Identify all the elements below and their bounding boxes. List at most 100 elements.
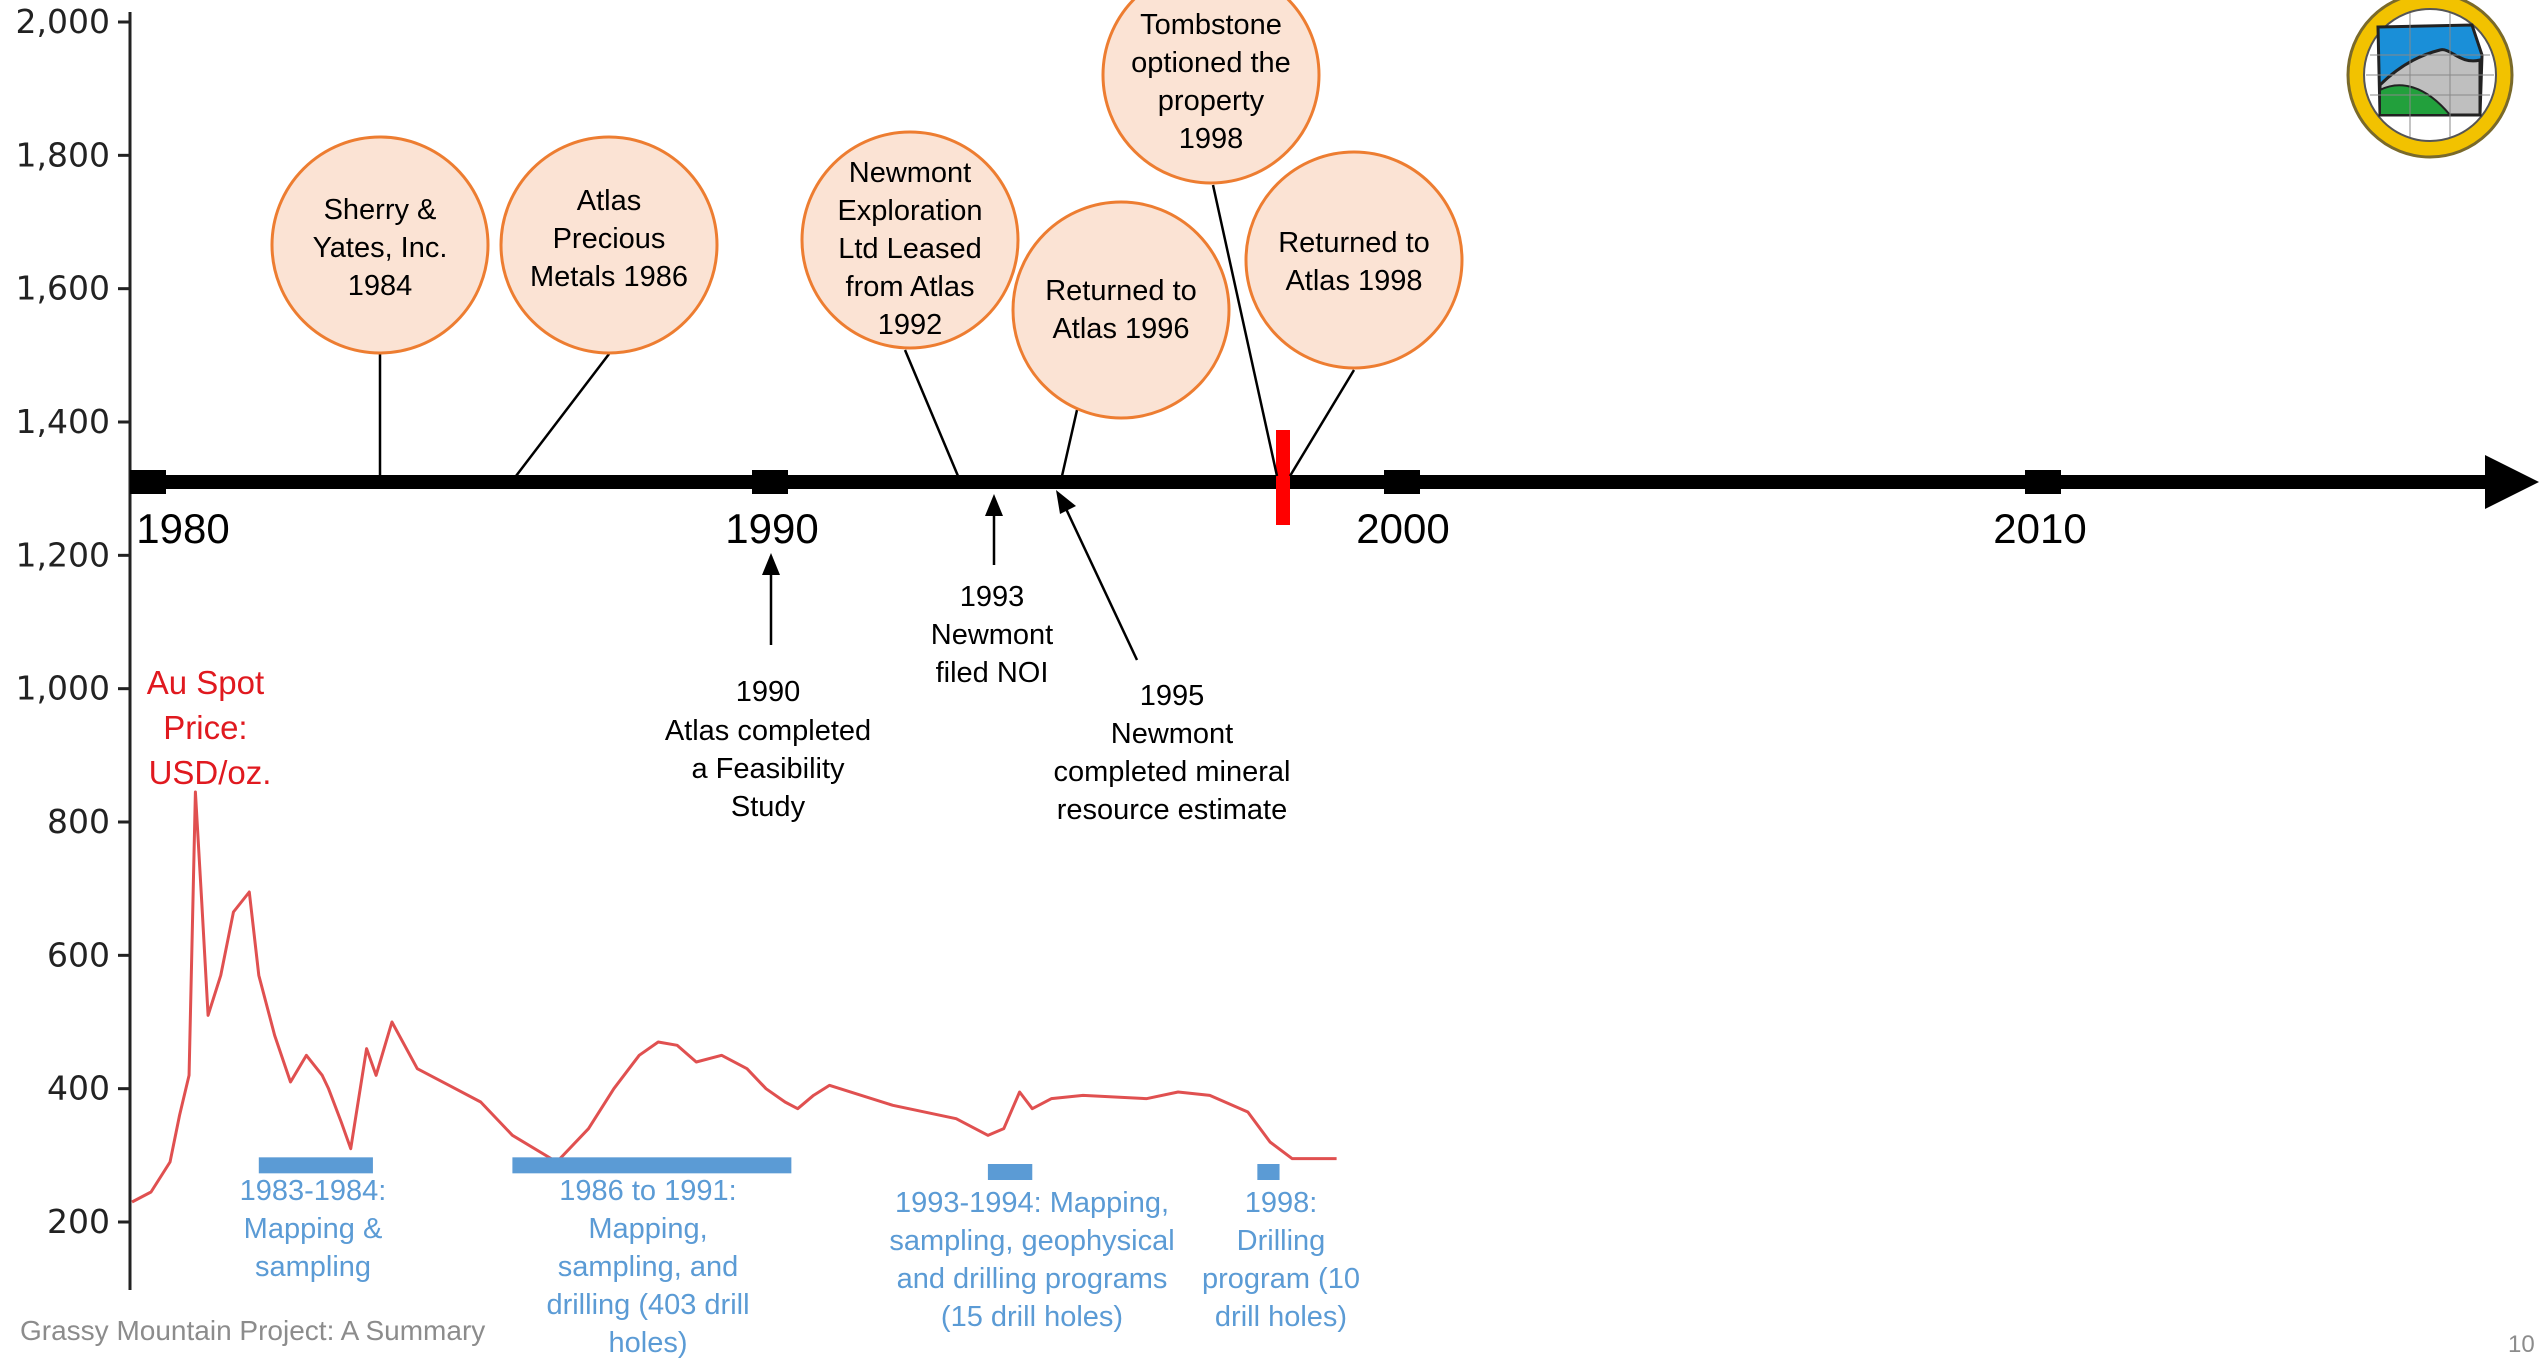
activity-label-line: and drilling programs bbox=[897, 1263, 1168, 1295]
event-bubble-label-line: Returned to bbox=[1045, 275, 1197, 307]
y-tick-label: 200 bbox=[47, 1202, 110, 1241]
event-leader-line bbox=[1060, 409, 1079, 477]
activity-bar bbox=[258, 1157, 373, 1174]
note-arrow-line bbox=[1058, 495, 1139, 661]
timeline-year-label: 1980 bbox=[136, 505, 229, 552]
price-label-line: Au Spot bbox=[147, 664, 264, 701]
event-bubble-label-line: Precious bbox=[553, 223, 666, 255]
price-label-line: USD/oz. bbox=[149, 754, 272, 791]
activity-label-line: sampling, geophysical bbox=[889, 1225, 1174, 1257]
event-note-label-line: 1993 bbox=[960, 581, 1025, 613]
event-bubble-label-line: 1998 bbox=[1179, 123, 1244, 155]
activity-label-line: drilling (403 drill bbox=[546, 1289, 749, 1321]
activity-label-line: 1993-1994: Mapping, bbox=[895, 1187, 1169, 1219]
activity-label-line: 1986 to 1991: bbox=[559, 1175, 736, 1207]
event-bubble-label-line: Returned to bbox=[1278, 227, 1430, 259]
y-tick-label: 2,000 bbox=[16, 2, 110, 41]
activity-label-line: sampling bbox=[255, 1251, 371, 1283]
event-bubble-label: Tombstone optioned the property 1998 bbox=[1131, 9, 1291, 155]
timeline-year-marker bbox=[2025, 470, 2061, 494]
event-bubble-label: Returned to Atlas 1996 bbox=[1045, 275, 1197, 345]
activity-bar bbox=[1257, 1164, 1280, 1180]
price-label: Au Spot Price: USD/oz. bbox=[147, 664, 274, 791]
event-bubble-label-line: property bbox=[1158, 85, 1265, 117]
event-leader-line bbox=[903, 349, 960, 477]
event-bubble bbox=[800, 130, 1020, 350]
activity-label-line: drill holes) bbox=[1215, 1301, 1347, 1333]
event-bubble bbox=[1244, 150, 1464, 370]
event-bubble-label: Returned to Atlas 1998 bbox=[1278, 227, 1430, 297]
activity-label-line: Drilling bbox=[1237, 1225, 1326, 1257]
activity-bars-layer: 1983-1984: Mapping & sampling 1986 to 1991:… bbox=[240, 1157, 1360, 1359]
y-tick-label: 600 bbox=[47, 935, 110, 974]
event-note-label-line: Atlas completed bbox=[665, 715, 871, 747]
event-bubble-label: Sherry & Yates, Inc. 1984 bbox=[313, 194, 448, 302]
event-bubble-label-line: optioned the bbox=[1131, 47, 1291, 79]
event-bubble-label-line: 1984 bbox=[348, 270, 413, 302]
y-tick-label: 800 bbox=[47, 802, 110, 841]
event-leader-line bbox=[515, 353, 610, 477]
price-label-line: Price: bbox=[163, 709, 247, 746]
activity-label-line: 1998: bbox=[1245, 1187, 1318, 1219]
event-bubble-label-line: Sherry & bbox=[324, 194, 437, 226]
event-bubble-label-line: Tombstone bbox=[1140, 9, 1282, 41]
event-note-label-line: resource estimate bbox=[1057, 794, 1288, 826]
event-note-label-line: Study bbox=[731, 791, 806, 823]
timeline-year-marker bbox=[752, 470, 788, 494]
timeline-year-marker bbox=[1384, 470, 1420, 494]
activity-label-line: sampling, and bbox=[558, 1251, 739, 1283]
timeline-year-marker bbox=[130, 470, 166, 494]
event-bubble-label-line: Newmont bbox=[849, 157, 972, 189]
activity-bar bbox=[512, 1157, 792, 1174]
event-bubble-label-line: Atlas 1996 bbox=[1052, 313, 1189, 345]
event-bubble-label-line: Yates, Inc. bbox=[313, 232, 448, 264]
y-tick-label: 1,200 bbox=[16, 535, 110, 574]
activity-label-line: Mapping, bbox=[588, 1213, 707, 1245]
event-bubble-label-line: Atlas 1998 bbox=[1285, 265, 1422, 297]
event-bubble bbox=[499, 135, 719, 355]
event-note-label-line: Newmont bbox=[1111, 718, 1234, 750]
y-axis: 2004006008001,0001,2001,4001,6001,8002,0… bbox=[16, 2, 132, 1290]
event-leader-line bbox=[1211, 184, 1279, 477]
event-bubble-label-line: Metals 1986 bbox=[530, 261, 688, 293]
page-number: 10 bbox=[2508, 1331, 2535, 1358]
event-bubble-label-line: 1992 bbox=[878, 309, 943, 341]
activity-label: 1986 to 1991: Mapping, sampling, and drilli… bbox=[546, 1175, 749, 1359]
y-tick-label: 1,800 bbox=[16, 135, 110, 174]
price-line-layer bbox=[131, 790, 1337, 1204]
y-tick-label: 1,400 bbox=[16, 402, 110, 441]
event-bubble bbox=[1101, 0, 1321, 185]
note-arrowhead bbox=[1056, 490, 1076, 514]
event-note-label-line: completed mineral bbox=[1054, 756, 1291, 788]
timeline-year-label: 2010 bbox=[1993, 505, 2086, 552]
event-note-label-line: 1990 bbox=[736, 676, 801, 708]
activity-label-line: holes) bbox=[609, 1327, 688, 1359]
event-bubble-label-line: Exploration bbox=[837, 195, 982, 227]
activity-label: 1998: Drilling program (10 drill holes) bbox=[1202, 1187, 1360, 1333]
highlight-1998-marker bbox=[1276, 430, 1290, 525]
activity-label-line: (15 drill holes) bbox=[941, 1301, 1123, 1333]
event-note-label-line: Newmont bbox=[931, 619, 1054, 651]
event-bubble bbox=[270, 135, 490, 355]
activity-label-line: program (10 bbox=[1202, 1263, 1360, 1295]
footer-title: Grassy Mountain Project: A Summary bbox=[20, 1315, 485, 1346]
event-note-label-line: a Feasibility bbox=[691, 753, 845, 785]
event-bubble bbox=[1011, 200, 1231, 420]
activity-label-line: 1983-1984: bbox=[240, 1175, 387, 1207]
gold-price-series-line bbox=[131, 790, 1337, 1204]
activity-label: 1983-1984: Mapping & sampling bbox=[240, 1175, 387, 1283]
activity-label-line: Mapping & bbox=[244, 1213, 383, 1245]
event-note-label-line: 1995 bbox=[1140, 680, 1205, 712]
oregon-dogami-seal-logo bbox=[2346, 0, 2514, 159]
y-tick-label: 1,600 bbox=[16, 269, 110, 308]
event-bubble-label-line: from Atlas bbox=[846, 271, 975, 303]
event-bubble-label-line: Atlas bbox=[577, 185, 641, 217]
